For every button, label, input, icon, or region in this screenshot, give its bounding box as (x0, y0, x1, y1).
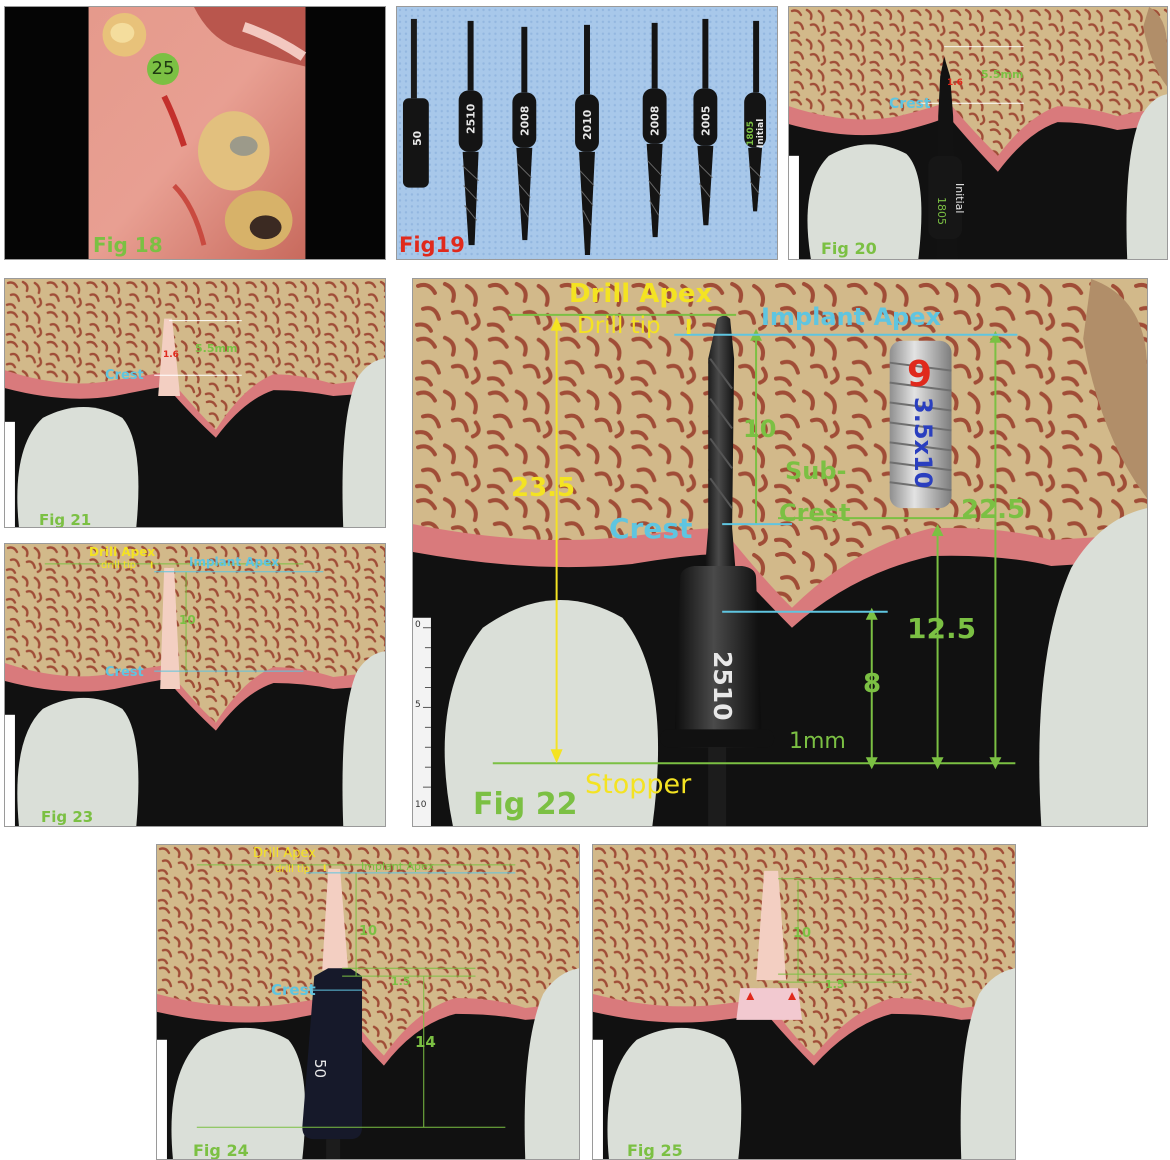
tooth-number-badge: 25 (147, 53, 179, 85)
implant-apex-label: Implant Apex (189, 556, 279, 568)
implant-apex-label: Implant Apex (761, 305, 941, 329)
drill-tip-label: drill tip (275, 865, 310, 875)
length-label: 10 (359, 925, 377, 938)
figure-caption: Fig 18 (93, 233, 163, 257)
bone-cross-section (5, 279, 385, 527)
drill-apex-label: Drill Apex (89, 546, 155, 558)
figure-24-panel: Drill Apex drill tip I Implant Apex 10 C… (156, 844, 580, 1160)
drill-code: 1805 (936, 197, 947, 225)
figure-caption: Fig 24 (193, 1141, 249, 1160)
drill-label: 2008 (649, 106, 662, 136)
tip-label: 1.6 (947, 79, 963, 88)
drill-kit-photo: 50 2510 2008 2010 2008 2005 1805 Initial (397, 7, 777, 259)
drill-name: Initial (954, 183, 965, 213)
figure-caption: Fig 21 (39, 511, 91, 528)
drill-apex-label: Drill Apex (253, 847, 316, 860)
tip-label: 1.6 (163, 351, 179, 360)
drill-label: 50 (411, 130, 424, 146)
bone-cross-section (789, 7, 1167, 259)
drill-code: 50 (312, 1059, 327, 1078)
drill-code: 2510 (710, 651, 735, 721)
crest-label: Crest (889, 97, 931, 111)
crest-label: Crest (105, 369, 144, 382)
figure-19-panel: 50 2510 2008 2010 2008 2005 1805 Initial… (396, 6, 778, 260)
mid-length-label: 12.5 (907, 615, 976, 643)
drill-tip-label: drill tip (101, 561, 136, 571)
drill-label: 1805 (746, 121, 756, 146)
implant-size: 3.5x10 (911, 397, 935, 488)
stopper-label: Stopper (585, 771, 691, 798)
drill-apex-label: Drill Apex (569, 281, 712, 307)
figure-25-panel: 10 1.5 Fig 25 (592, 844, 1016, 1160)
length-label: 10 (793, 927, 811, 940)
drill-label: Initial (756, 119, 766, 148)
collar-length-label: 8 (863, 671, 881, 697)
collar-label: 1.5 (391, 976, 411, 987)
one-mm-label: 1mm (789, 731, 846, 753)
implant-apex-label: Implant Apex (361, 861, 434, 872)
crest-label: Crest (105, 666, 144, 679)
figure-caption: Fig 23 (41, 808, 93, 826)
bone-cross-section (157, 845, 579, 1159)
bone-cross-section (593, 845, 1015, 1159)
drilling-protocol-diagram (413, 279, 1147, 826)
drill-label: 2008 (518, 106, 531, 136)
ruler-mark: 10 (415, 801, 426, 810)
tip-mark: I (150, 562, 153, 571)
figure-18-panel: 25 Fig 18 (4, 6, 386, 260)
implant-length-label: 10 (743, 417, 776, 441)
ruler-mark: 5 (415, 701, 421, 710)
stopper-length-label: 14 (415, 1035, 436, 1050)
oral-photo (5, 7, 385, 259)
drill-label: 2005 (699, 106, 712, 136)
total-length-left: 23.5 (511, 475, 575, 501)
drill-label: 2510 (465, 103, 478, 134)
drill-label: 2010 (581, 109, 594, 140)
figure-caption: Fig19 (399, 233, 465, 257)
figure-20-panel: Crest 5.5mm 1.6 1805 Initial Fig 20 (788, 6, 1168, 260)
length-label: 10 (179, 614, 196, 626)
tip-mark: I (323, 865, 326, 874)
total-length-right: 22.5 (961, 497, 1025, 523)
sub-label: Sub- (785, 459, 847, 483)
crest-label: Crest (271, 983, 316, 998)
figure-caption: Fig 25 (627, 1141, 683, 1160)
figure-caption: Fig 22 (473, 787, 577, 822)
drill-tip-label: Drill tip (577, 315, 661, 338)
implant-number: 9 (907, 357, 932, 393)
collar-label: 1.5 (825, 979, 845, 990)
figure-caption: Fig 20 (821, 239, 877, 258)
sub-crest-label: Crest (779, 501, 850, 525)
depth-label: 5.5mm (195, 343, 237, 354)
figure-23-panel: Drill Apex drill tip I Implant Apex 10 C… (4, 543, 386, 827)
figure-21-panel: Crest 5.5mm 1.6 Fig 21 (4, 278, 386, 528)
depth-label: 5.5mm (981, 69, 1023, 80)
tip-mark: I (685, 317, 692, 337)
figure-22-panel: 0 5 10 Drill Apex Drill tip I Implant Ap… (412, 278, 1148, 827)
crest-label: Crest (609, 515, 692, 543)
bone-cross-section (5, 544, 385, 826)
ruler-mark: 0 (415, 621, 421, 630)
